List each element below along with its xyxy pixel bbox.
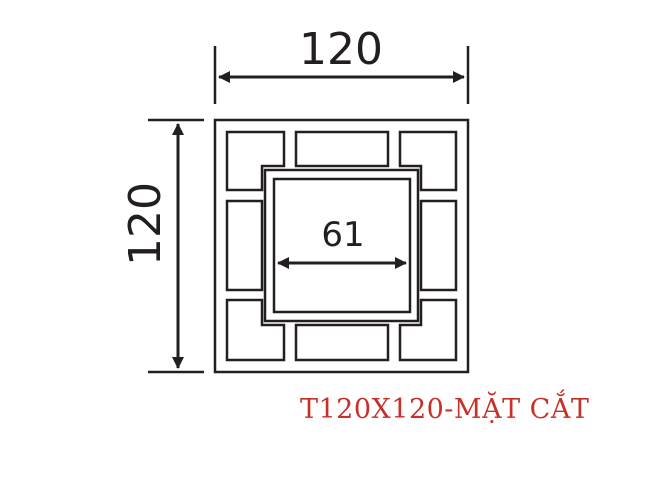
slot-corner-bottom-right bbox=[398, 298, 458, 362]
inner-frame-inner bbox=[272, 177, 412, 314]
slot-bottom-middle bbox=[294, 323, 390, 362]
slot-corner-top-left bbox=[225, 130, 286, 192]
slot-top-middle bbox=[294, 130, 390, 168]
inner-frame-outer bbox=[263, 168, 420, 323]
slot-corner-top-right bbox=[398, 130, 458, 192]
slot-left-middle bbox=[225, 199, 264, 292]
outer-frame bbox=[213, 118, 470, 374]
slot-right-middle bbox=[419, 199, 458, 292]
left-dimension-label: 120 bbox=[120, 182, 171, 266]
top-dimension-label: 120 bbox=[299, 24, 383, 75]
inner-dimension-label: 61 bbox=[321, 215, 364, 255]
slot-corner-bottom-left bbox=[225, 298, 286, 362]
section-caption: T120X120-MẶT CẮT bbox=[300, 394, 590, 425]
